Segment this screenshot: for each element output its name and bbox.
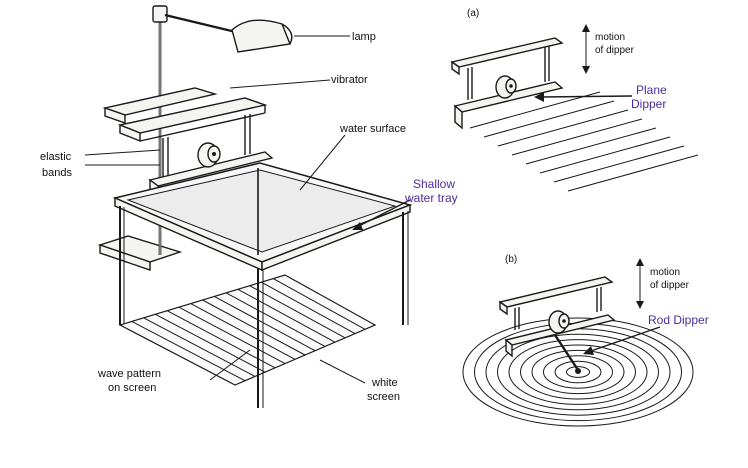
label-bands: bands (42, 167, 72, 179)
panel-a-of-dipper: of dipper (595, 45, 635, 56)
plane-wavefront (539, 136, 671, 174)
vibrator-frame (102, 87, 268, 143)
plane-wavefront (567, 154, 699, 192)
plane-wavefronts (469, 91, 699, 192)
ripple-ring (554, 360, 602, 384)
label-wave-pattern: wave pattern (97, 368, 161, 380)
plane-wavefront (511, 118, 643, 156)
panel-a: (a) motion of dipper Plane Dipper (450, 8, 699, 192)
ripple-ring (543, 355, 613, 389)
panel-a-dipper: Dipper (631, 97, 666, 111)
vibrator (148, 142, 274, 197)
screen-stripe (131, 320, 246, 382)
screen-stripe (272, 278, 366, 330)
screen-stripe (249, 285, 346, 339)
panel-a-tag: (a) (467, 8, 479, 19)
plane-wavefront (469, 91, 601, 129)
ripple-ring (566, 366, 590, 378)
screen-stripe (237, 288, 336, 343)
plane-wavefront (483, 100, 615, 138)
screen-stripe (178, 306, 286, 365)
ripple-ring (462, 317, 694, 427)
screen-stripe (214, 295, 316, 352)
white-screen (118, 274, 377, 386)
screen-stripe (143, 317, 256, 377)
label-screen: screen (367, 391, 400, 403)
label-water-surface: water surface (339, 123, 406, 135)
screen-stripe (225, 292, 326, 347)
tray-legs (119, 168, 409, 408)
label-lamp: lamp (352, 31, 376, 43)
label-white: white (371, 377, 398, 389)
panel-b-of-dipper: of dipper (650, 280, 690, 291)
ripple-ring (497, 333, 659, 411)
panel-b-rod-dipper: Rod Dipper (648, 313, 709, 327)
stand-base (97, 235, 183, 271)
panel-a-motion: motion (595, 32, 625, 43)
plane-wavefront (553, 145, 685, 183)
wave-pattern-lines (131, 278, 366, 382)
ripple-ring (508, 339, 648, 405)
plane-wavefront (525, 127, 657, 165)
label-vibrator: vibrator (331, 74, 368, 86)
lamp (231, 19, 350, 53)
panel-b-tag: (b) (505, 254, 517, 265)
label-elastic: elastic (40, 151, 72, 163)
plane-wavefront (497, 109, 629, 147)
ripple-ring (520, 344, 636, 400)
screen-stripe (155, 313, 266, 373)
ripple-ring (531, 349, 625, 395)
elastic-bands (162, 114, 251, 178)
label-shallow: Shallow (413, 177, 455, 191)
label-water-tray: water tray (404, 191, 458, 205)
panel-b-motion: motion (650, 267, 680, 278)
shallow-water-arrow (352, 199, 411, 230)
leader-lines (84, 79, 366, 384)
label-on-screen: on screen (108, 382, 156, 394)
water-tray (112, 162, 413, 272)
panel-a-plane: Plane (636, 83, 667, 97)
screen-stripe (261, 281, 356, 335)
screen-stripe (202, 299, 306, 356)
panel-b: (b) motion of dipper Rod Dipper (462, 254, 709, 427)
screen-stripe (190, 303, 296, 360)
